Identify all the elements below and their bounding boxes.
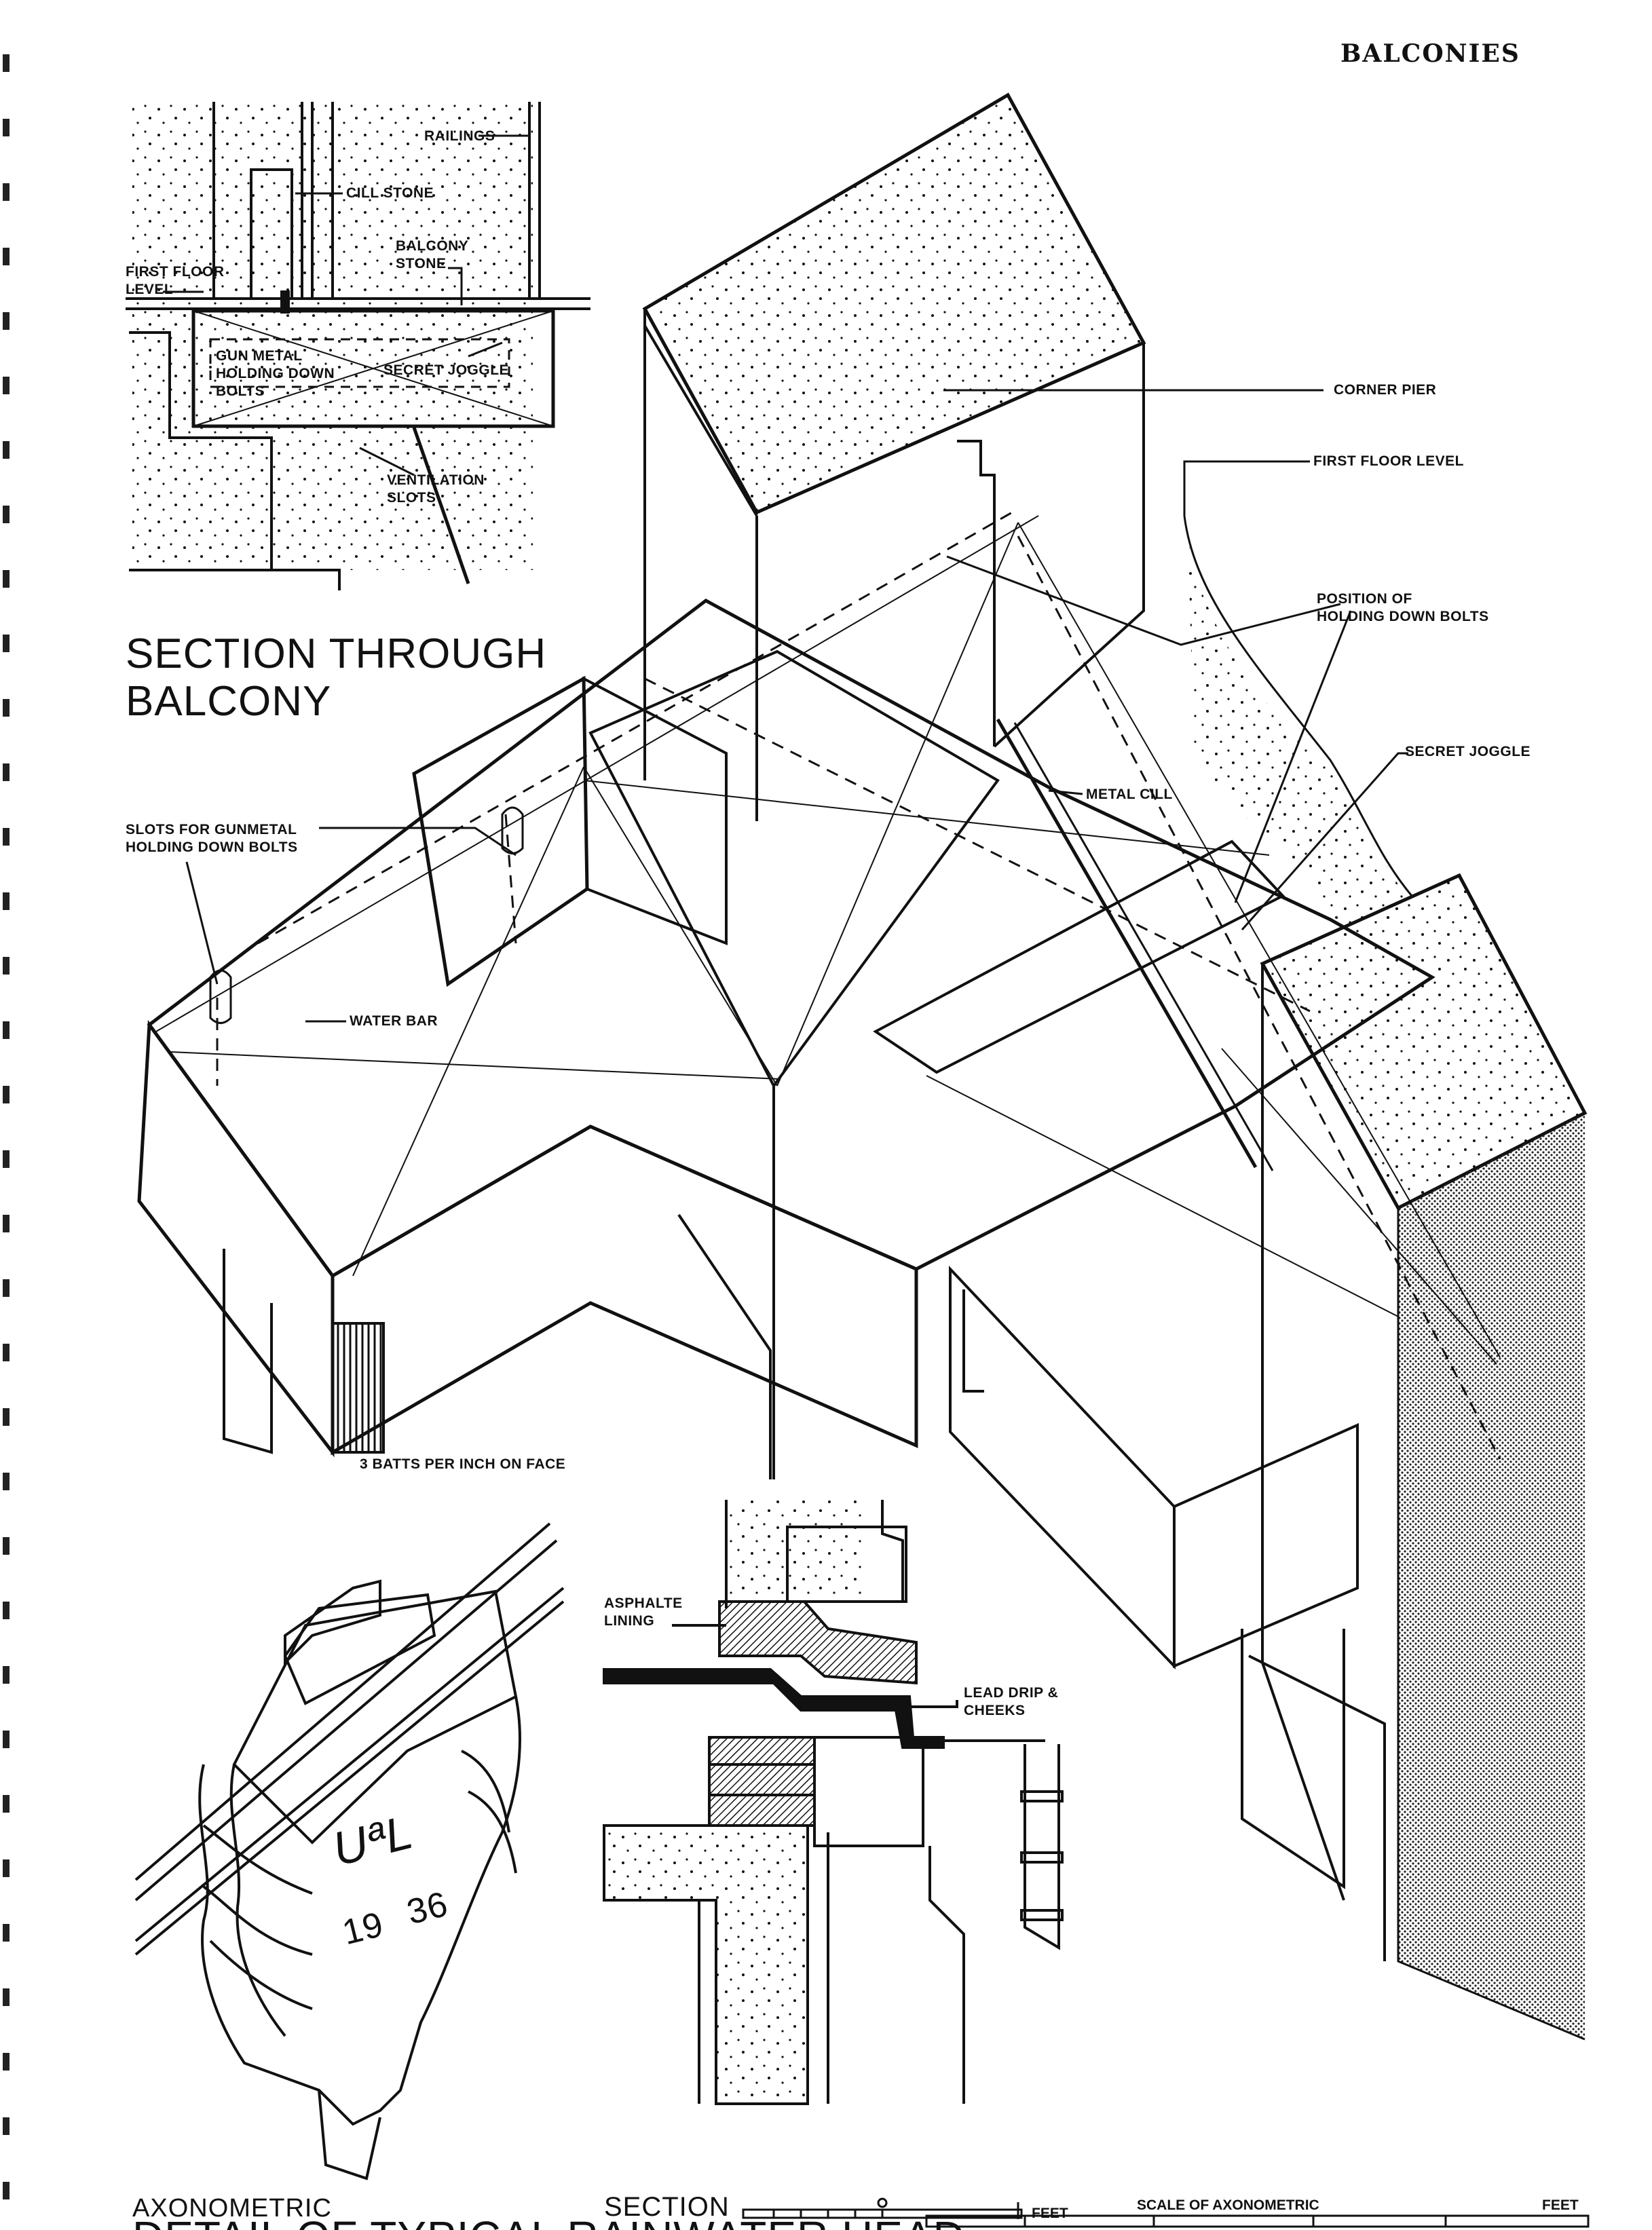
label-metal-cill: METAL CILL: [1086, 787, 1173, 802]
label-asphalte-lining: ASPHALTE LINING: [604, 1595, 683, 1629]
rainwater-head-section-drawing: [603, 1500, 1064, 2105]
label-ventilation-slots: VENTILATION SLOTS: [387, 472, 485, 506]
scale-axonometric-label: SCALE OF AXONOMETRIC: [1137, 2197, 1319, 2213]
label-first-floor-level-section: FIRST FLOOR LEVEL: [126, 264, 225, 297]
label-slots-for-gunmetal: SLOTS FOR GUNMETAL HOLDING DOWN BOLTS: [126, 822, 298, 855]
label-position-of-bolts: POSITION OF HOLDING DOWN BOLTS: [1317, 591, 1489, 624]
monogram-year-left: 19: [338, 1904, 388, 1953]
label-secret-joggle: SECRET JOGGLE: [1405, 744, 1531, 759]
label-gun-metal-bolts: GUN METAL HOLDING DOWN BOLTS: [216, 348, 335, 399]
scale-axonometric-feet: FEET: [1542, 2197, 1579, 2213]
label-section: SECTION: [604, 2192, 730, 2222]
axonometric-balcony-drawing: [137, 92, 1588, 2041]
label-batts-note: 3 BATTS PER INCH ON FACE: [360, 1456, 566, 1472]
rainwater-head-axonometric-drawing: [134, 1522, 565, 2180]
page-heading: BALCONIES: [1340, 39, 1520, 68]
label-secret-joggle-section: SECRET JOGGLE: [383, 362, 510, 378]
section-scale-bar: [742, 2197, 1023, 2219]
monogram: UªL: [327, 1804, 419, 1876]
label-section-feet: FEET: [1032, 2206, 1068, 2221]
rainwater-head-title: DETAIL OF TYPICAL RAINWATER HEAD: [132, 2214, 965, 2230]
spiral-binding: [3, 54, 10, 2199]
monogram-year-right: 36: [402, 1884, 452, 1933]
leader-lines: [163, 134, 1408, 1023]
label-cill-stone: CILL STONE: [346, 185, 434, 201]
section-through-balcony-drawing: [126, 102, 590, 590]
axonometric-scale-bar: [925, 2214, 1590, 2228]
label-water-bar: WATER BAR: [350, 1013, 438, 1029]
label-first-floor-level: FIRST FLOOR LEVEL: [1313, 453, 1464, 469]
label-railings: RAILINGS: [424, 128, 495, 144]
section-title-line1: SECTION THROUGH: [126, 630, 547, 677]
label-corner-pier: CORNER PIER: [1334, 382, 1437, 398]
label-axonometric: AXONOMETRIC: [132, 2194, 332, 2223]
label-lead-drip: LEAD DRIP & CHEEKS: [964, 1685, 1059, 1718]
section-title-line2: BALCONY: [126, 678, 332, 725]
label-balcony-stone: BALCONY STONE: [396, 238, 469, 271]
